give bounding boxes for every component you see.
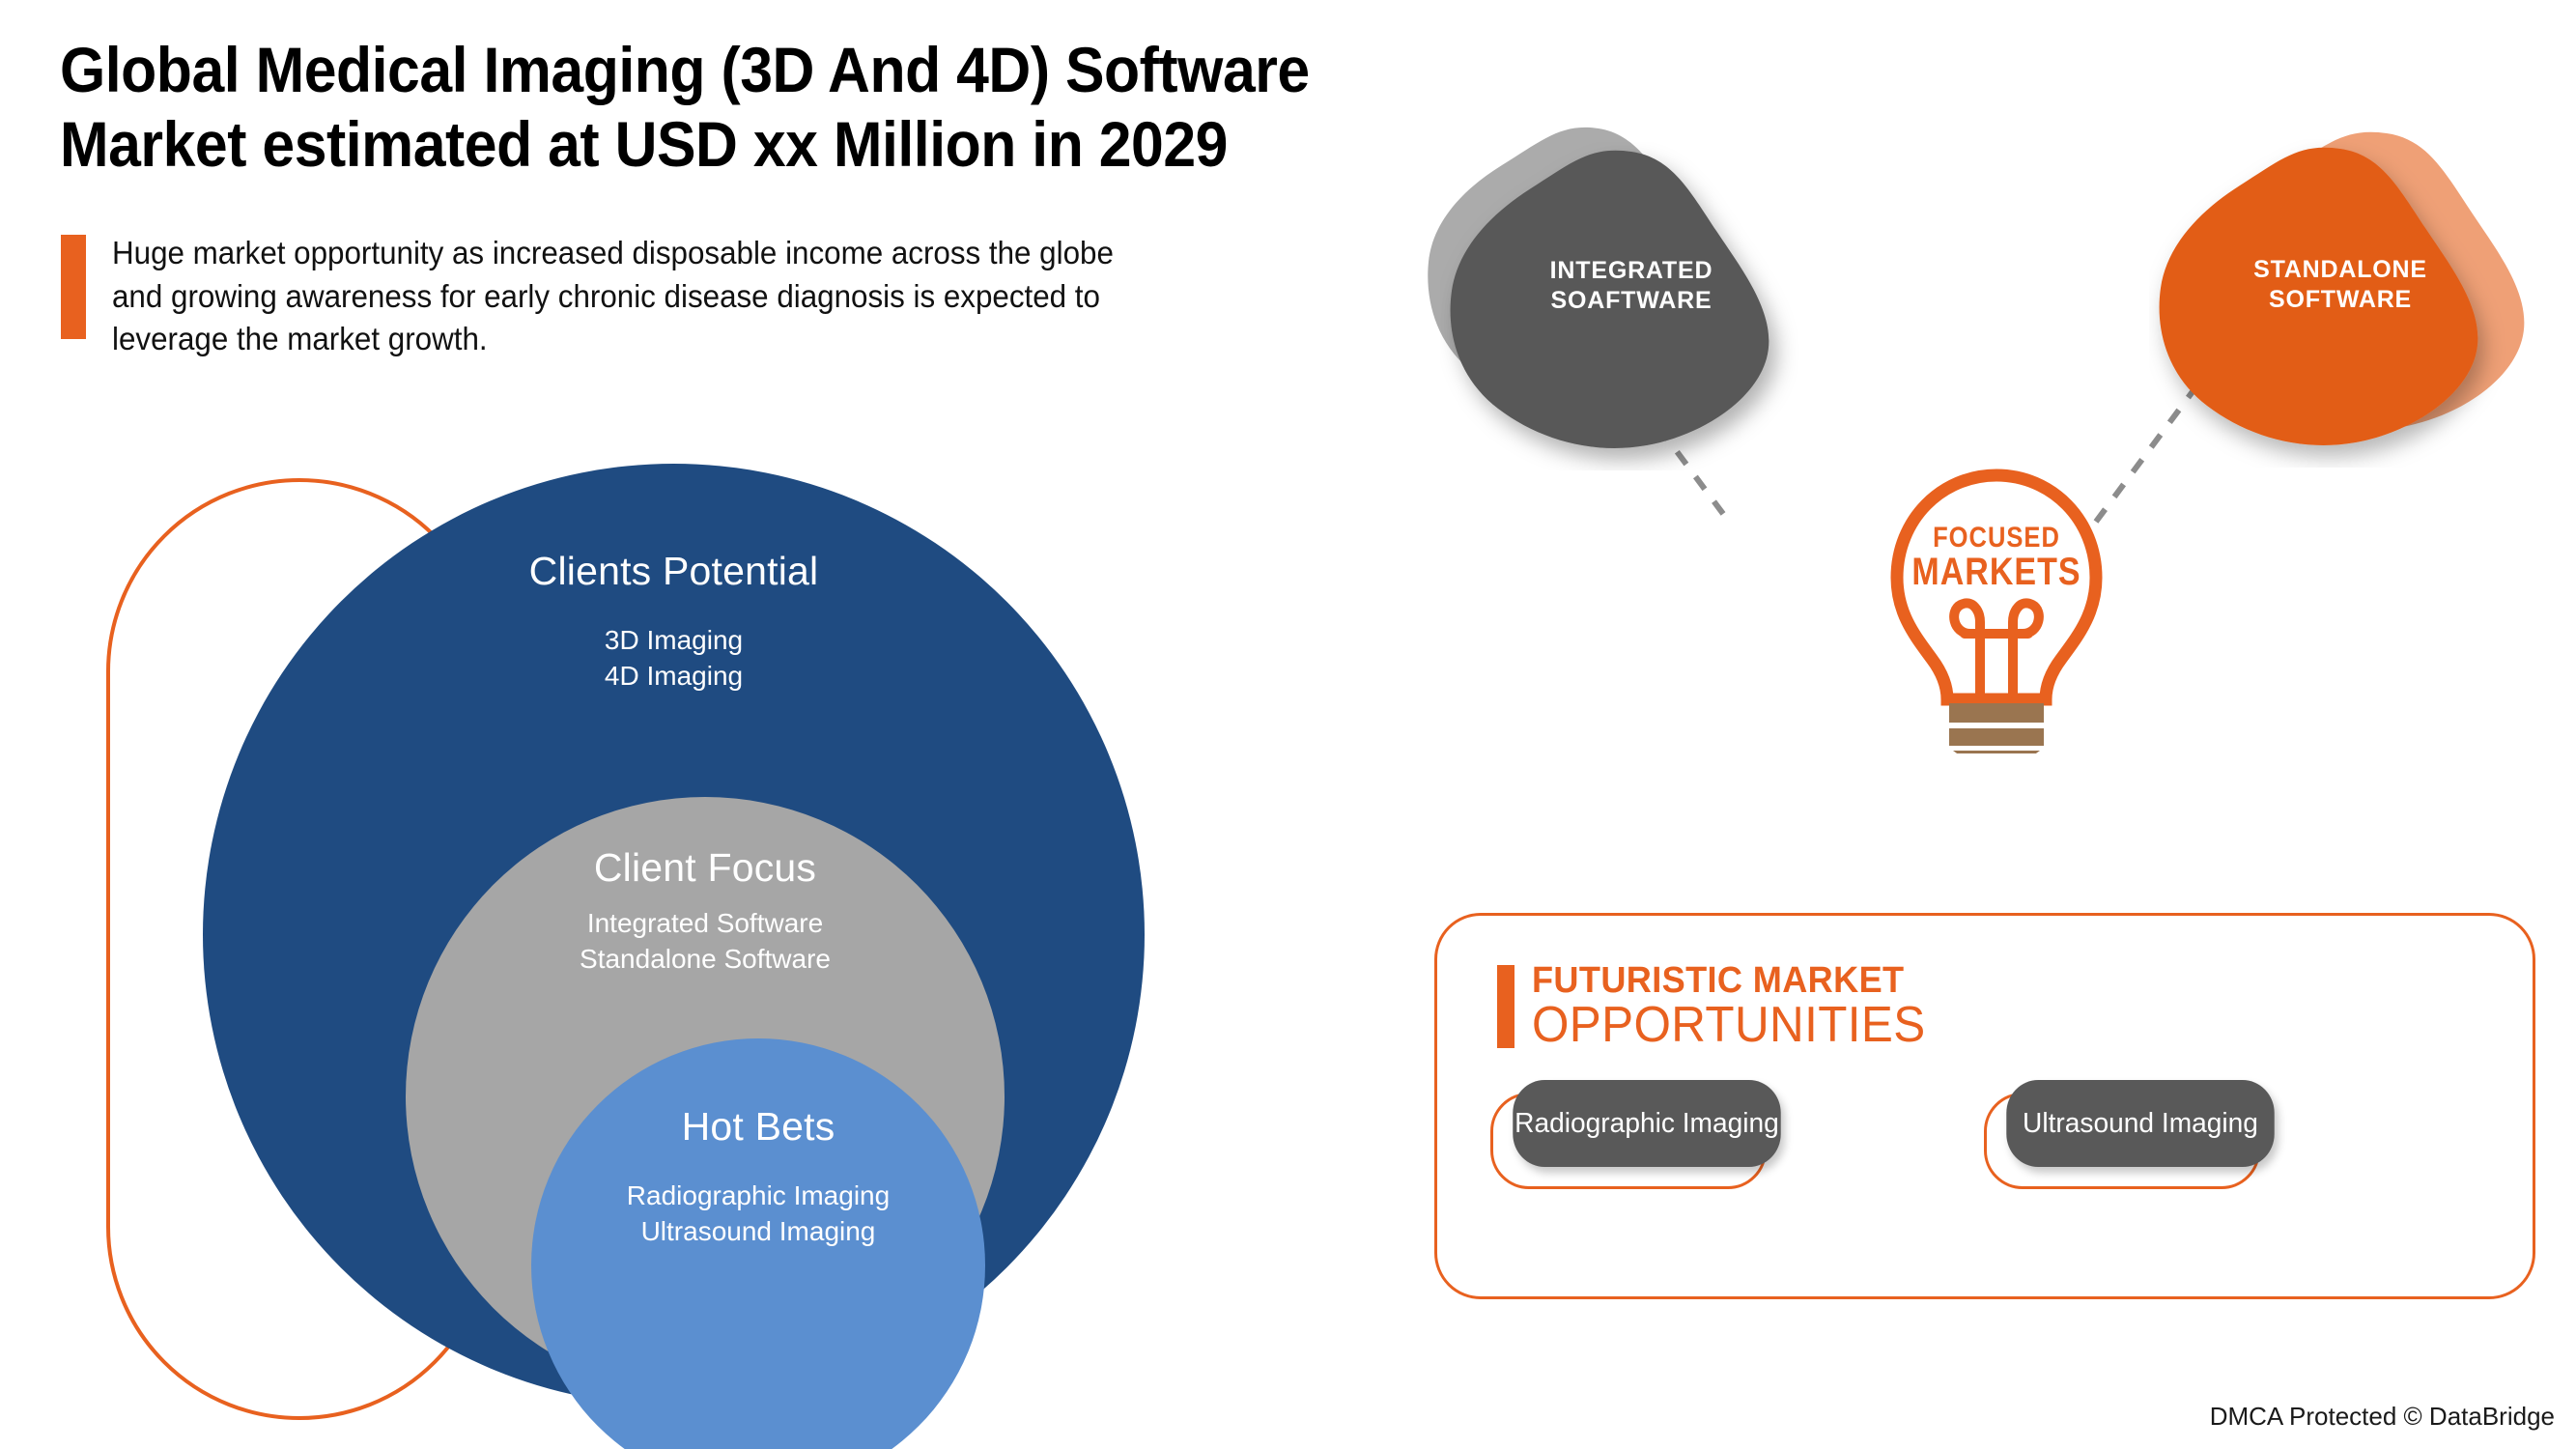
subtitle-row: Huge market opportunity as increased dis…	[61, 232, 1166, 361]
circle-outer-title: Clients Potential	[528, 549, 819, 593]
bulb-focused-markets[interactable]: FOCUSED MARKETS	[1856, 464, 2137, 782]
circle-inner-items: Radiographic Imaging Ultrasound Imaging	[626, 1180, 891, 1246]
circle-mid-title: Client Focus	[593, 845, 817, 890]
subtitle-accent-bar	[61, 235, 86, 339]
circle-inner-title: Hot Bets	[681, 1104, 835, 1149]
circle-outer-items: 3D Imaging 4D Imaging	[604, 625, 744, 691]
lightbulb-icon	[1890, 469, 2103, 782]
pill-ultrasound-imaging[interactable]: Ultrasound Imaging	[2006, 1080, 2275, 1167]
pill-radiographic-imaging[interactable]: Radiographic Imaging	[1513, 1080, 1781, 1167]
blob-standalone-software[interactable]: STANDALONE SOFTWARE	[2149, 114, 2535, 445]
pill-ultrasound-label: Ultrasound Imaging	[2023, 1107, 2258, 1139]
circle-hot-bets[interactable]: Hot Bets Radiographic Imaging Ultrasound…	[531, 1038, 985, 1449]
page-title: Global Medical Imaging (3D And 4D) Softw…	[60, 34, 1310, 180]
opportunities-title-group: FUTURISTIC MARKET OPPORTUNITIES	[1532, 962, 1946, 1052]
right-diagram-panel: INTEGRATED SOAFTWARE STANDALONE SOFTWARE	[1420, 127, 2560, 1439]
concentric-circles-diagram: Clients Potential 3D Imaging 4D Imaging …	[92, 464, 1174, 1449]
connector-right-dashed-line	[2093, 351, 2224, 524]
blob-standalone-label: STANDALONE SOFTWARE	[2253, 256, 2427, 314]
pill-radiographic-label: Radiographic Imaging	[1514, 1107, 1779, 1139]
footer-dmca-notice: DMCA Protected © DataBridge	[2209, 1402, 2555, 1431]
blob-integrated-software[interactable]: INTEGRATED SOAFTWARE	[1405, 121, 1769, 448]
subtitle-text: Huge market opportunity as increased dis…	[112, 235, 1114, 357]
bulb-label-line1: FOCUSED	[1933, 522, 2060, 554]
blob-integrated-main-shape	[1450, 150, 1769, 448]
opportunities-title-line2: OPPORTUNITIES	[1532, 997, 1926, 1053]
opportunities-accent-bar	[1497, 965, 1514, 1048]
header-block: Global Medical Imaging (3D And 4D) Softw…	[60, 33, 1798, 181]
opportunities-heading: FUTURISTIC MARKET OPPORTUNITIES	[1497, 962, 1946, 1052]
opportunities-title-line1: FUTURISTIC MARKET	[1532, 960, 1905, 1001]
bulb-label-line2: MARKETS	[1911, 551, 2081, 593]
futuristic-market-opportunities-panel: FUTURISTIC MARKET OPPORTUNITIES Radiogra…	[1434, 913, 2535, 1299]
blob-integrated-label: INTEGRATED SOAFTWARE	[1549, 257, 1713, 315]
circle-mid-items: Integrated Software Standalone Software	[580, 908, 831, 974]
blob-standalone-main-shape	[2159, 147, 2478, 445]
